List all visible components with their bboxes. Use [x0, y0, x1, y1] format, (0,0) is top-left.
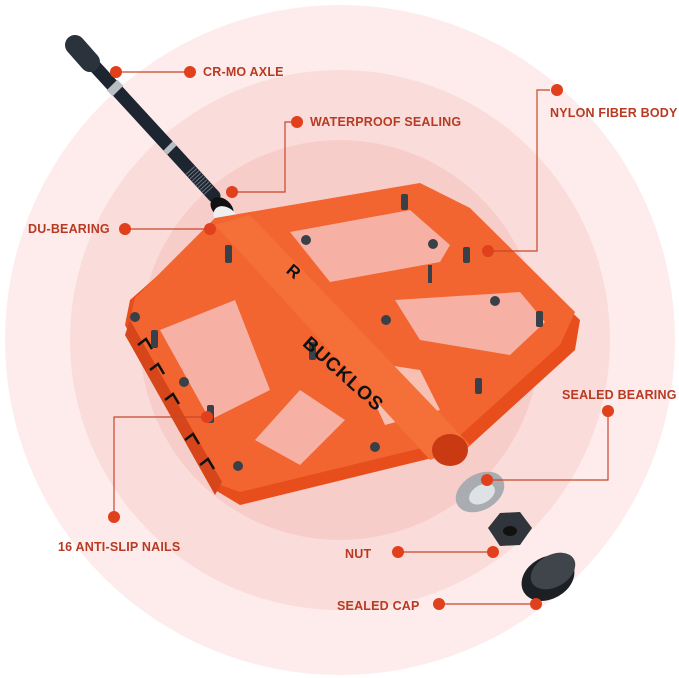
callout-cr-mo-axle: CR-MO AXLE — [203, 65, 284, 79]
callout-dots — [108, 66, 614, 610]
callout-sealed-cap: SEALED CAP — [337, 599, 420, 613]
pedal-body — [125, 183, 580, 505]
callout-anti-slip-nails: 16 ANTI-SLIP NAILS — [58, 540, 181, 554]
callout-nylon-fiber-body: NYLON FIBER BODY — [550, 106, 678, 120]
anti-slip-pins — [130, 194, 543, 471]
callout-du-bearing: DU-BEARING — [28, 222, 110, 236]
callout-lines — [113, 71, 609, 605]
callout-waterproof-sealing: WATERPROOF SEALING — [310, 115, 462, 129]
axle-icon — [65, 35, 239, 230]
sealed-cap-icon — [521, 552, 576, 601]
nut-icon — [488, 512, 532, 546]
callout-sealed-bearing: SEALED BEARING — [562, 388, 677, 402]
callout-nut: NUT — [345, 547, 372, 561]
